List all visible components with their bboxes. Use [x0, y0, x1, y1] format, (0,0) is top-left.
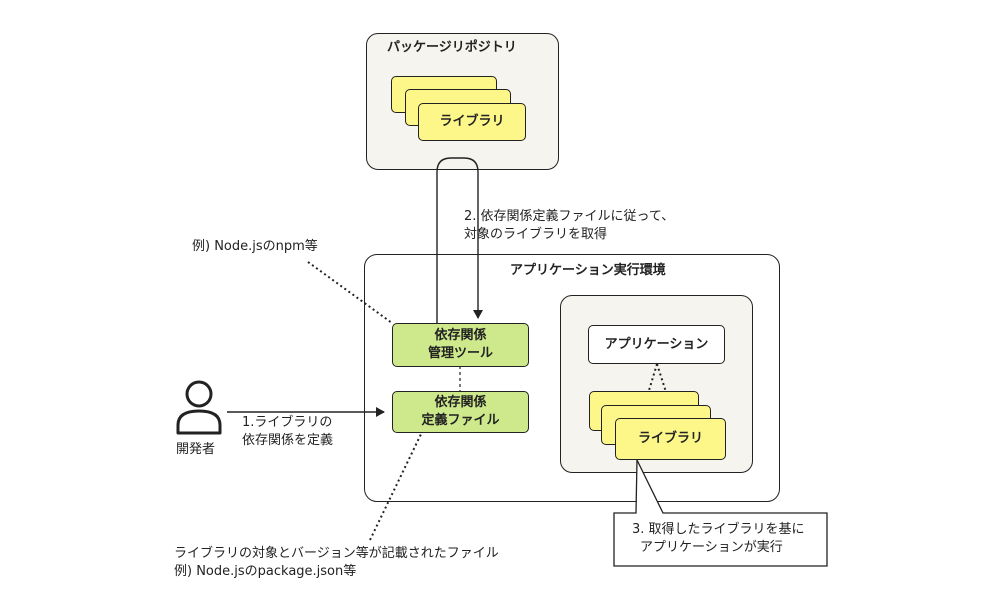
fetch-loop-line: [436, 157, 483, 323]
package-repository-title: パッケージリポジトリ: [387, 40, 517, 55]
application-box: アプリケーション: [588, 325, 725, 364]
dependency-file-line1: 依存関係: [434, 395, 487, 410]
runtime-library-box: ライブラリ: [615, 418, 726, 460]
step1-line1: 1.ライブラリの: [242, 415, 333, 430]
step3-line2: アプリケーションが実行: [640, 540, 783, 555]
step2-line2: 対象のライブラリを取得: [464, 227, 608, 242]
step2-line1: 2. 依存関係定義ファイルに従って、: [464, 209, 675, 224]
dependency-file-line2: 定義ファイル: [421, 413, 500, 428]
step1-line2: 依存関係を定義: [242, 433, 334, 448]
dependency-tool-line2: 管理ツール: [427, 346, 493, 361]
dependency-tool-line1: 依存関係: [434, 328, 487, 343]
step3-line1: 3. 取得したライブラリを基に: [632, 522, 805, 537]
step2-note: 2. 依存関係定義ファイルに従って、 対象のライブラリを取得: [464, 208, 674, 244]
dependency-tool-box: 依存関係 管理ツール: [392, 323, 529, 367]
tool-example-dotted-line: [307, 261, 393, 324]
runtime-environment-title: アプリケーション実行環境: [510, 263, 666, 278]
developer-person-icon: [176, 380, 222, 435]
step3-callout-shape: [613, 459, 828, 567]
file-desc-dotted-line: [369, 431, 423, 541]
file-desc-line1: ライブラリの対象とバージョン等が記載されたファイル: [174, 546, 499, 561]
file-description-note: ライブラリの対象とバージョン等が記載されたファイル 例) Node.jsのpac…: [174, 545, 499, 581]
dependency-file-box: 依存関係 定義ファイル: [392, 391, 529, 433]
repo-library-box: ライブラリ: [418, 103, 526, 141]
step1-note: 1.ライブラリの 依存関係を定義: [242, 414, 333, 450]
file-desc-line2: 例) Node.jsのpackage.json等: [174, 564, 357, 579]
step3-note: 3. 取得したライブラリを基に アプリケーションが実行: [632, 521, 805, 557]
developer-label: 開発者: [176, 442, 216, 457]
tool-example-note: 例) Node.jsのnpm等: [192, 239, 318, 254]
